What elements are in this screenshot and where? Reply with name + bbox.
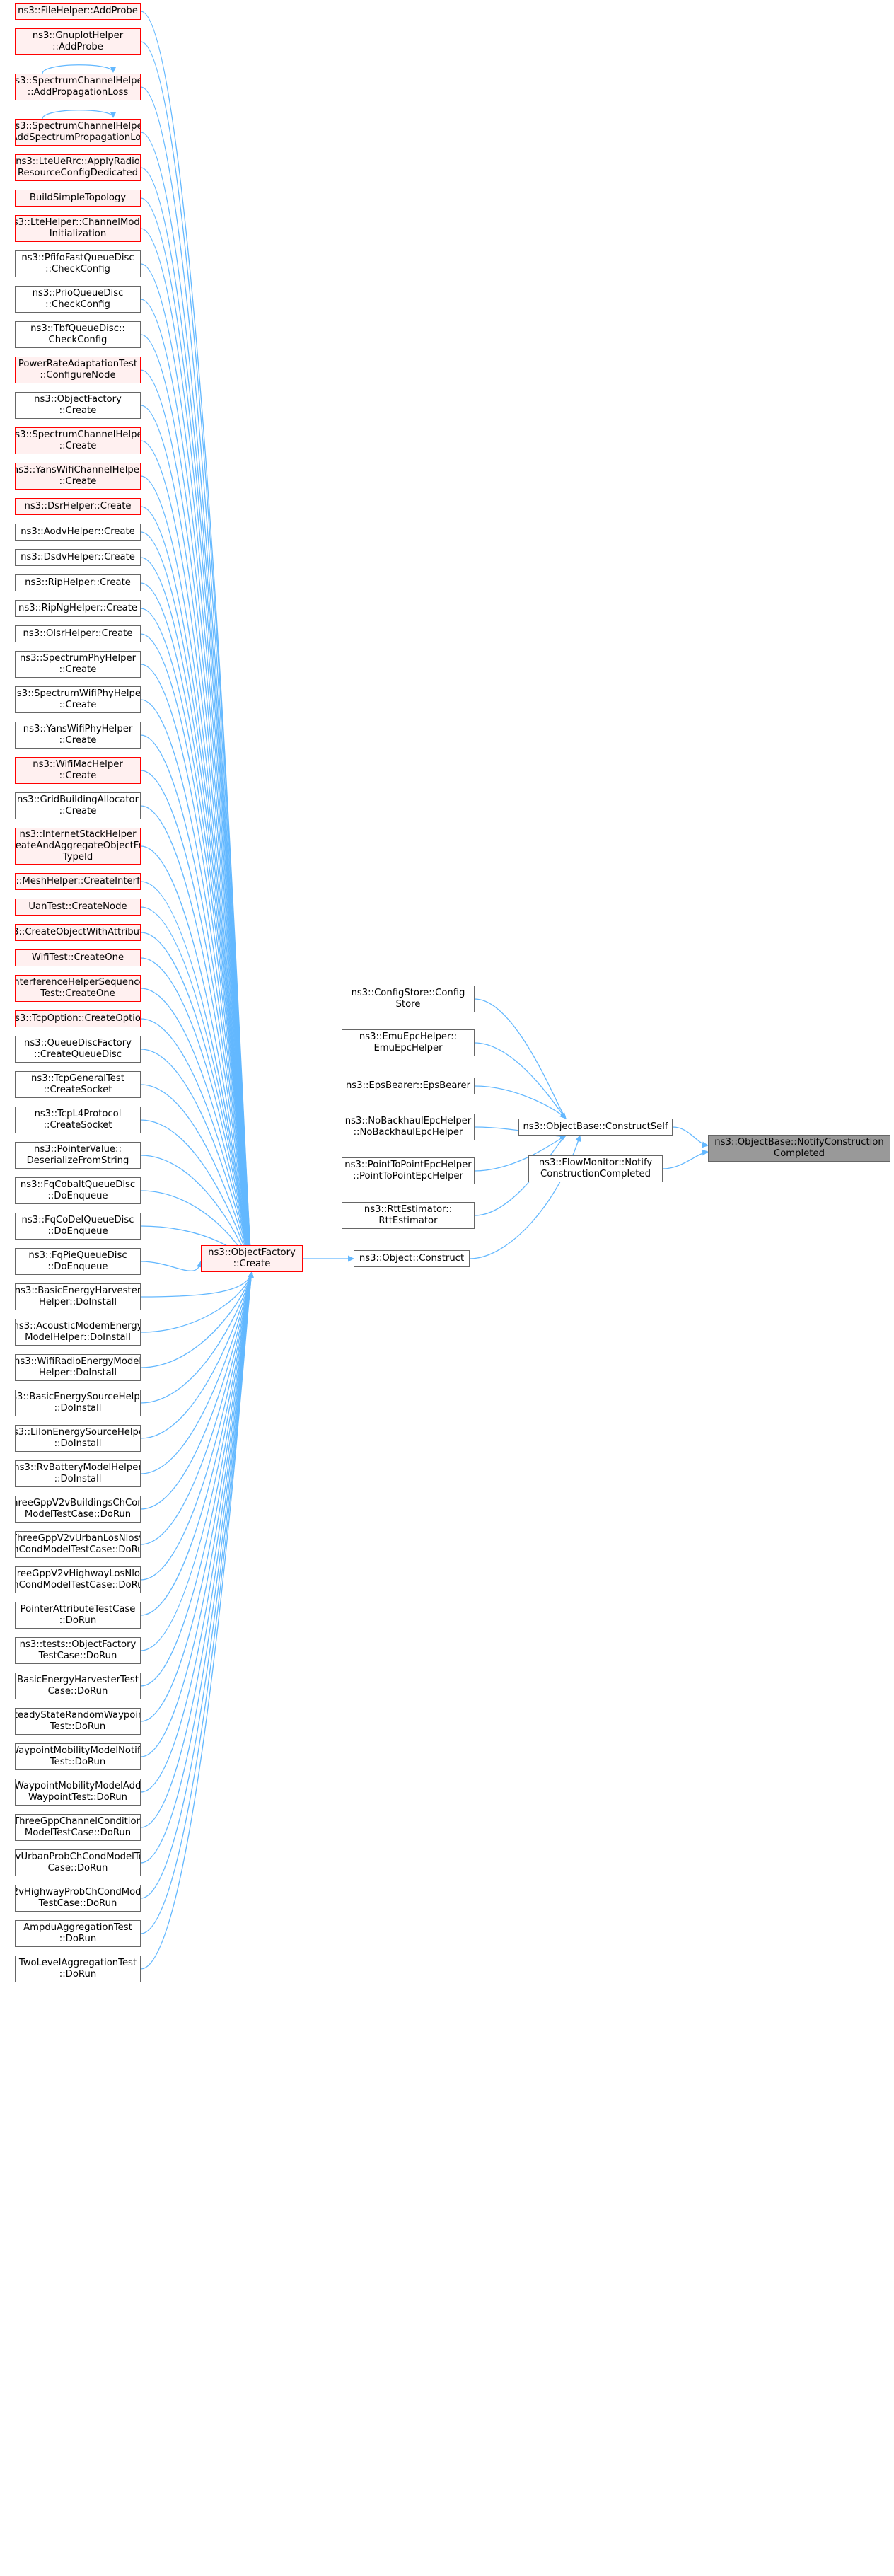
caller-interferencehelpersequence-test-createone[interactable]: InterferenceHelperSequence Test::CreateO… [15, 975, 141, 1002]
caller-waypointmobilitymodelnotify-test-dorun[interactable]: WaypointMobilityModelNotify Test::DoRun [15, 1743, 141, 1770]
caller-buildsimpletopology[interactable]: BuildSimpleTopology [15, 190, 141, 207]
caller-ns3-rvbatterymodelhelper-doinstall[interactable]: ns3::RvBatteryModelHelper ::DoInstall [15, 1460, 141, 1487]
caller-pointerattributetestcase-dorun[interactable]: PointerAttributeTestCase ::DoRun [15, 1602, 141, 1629]
edge-twolevelaggregationtest-dorun-to-create [140, 1271, 254, 1970]
caller-ns3-riphelper-create[interactable]: ns3::RipHelper::Create [15, 574, 141, 591]
edge-steadystaterandomwaypoint-test-dorun-to-create [140, 1271, 254, 1722]
edge-ns3-wifiradioenergymodel-helper-doinstall-to-create [140, 1271, 254, 1368]
caller-ns3-internetstackhelper-createandaggregateobjectfrom-typeid[interactable]: ns3::InternetStackHelper ::CreateAndAggr… [15, 828, 141, 865]
caller-ns3-liionenergysourcehelper-doinstall[interactable]: ns3::LiIonEnergySourceHelper ::DoInstall [15, 1425, 141, 1452]
caller-ns3-spectrumwifiphyhelper-create[interactable]: ns3::SpectrumWifiPhyHelper ::Create [15, 686, 141, 713]
edge-ns3-epsbearer-epsbearer-to-construct-self [474, 1085, 567, 1119]
caller-ns3-pfifofastqueuedisc-checkconfig[interactable]: ns3::PfifoFastQueueDisc ::CheckConfig [15, 250, 141, 277]
edge-ns3-fqpiequeuedisc-doenqueue-to-create [140, 1261, 203, 1271]
caller-threegppchannelcondition-modeltestcase-dorun[interactable]: ThreeGppChannelCondition ModelTestCase::… [15, 1814, 141, 1841]
caller-powerrateadaptationtest-configurenode[interactable]: PowerRateAdaptationTest ::ConfigureNode [15, 357, 141, 383]
self-caller-ns3-epsbearer-epsbearer[interactable]: ns3::EpsBearer::EpsBearer [342, 1078, 475, 1094]
node-object-construct[interactable]: ns3::Object::Construct [354, 1250, 470, 1267]
edge-construct-self-to-focus [672, 1126, 709, 1148]
edge-ns3-tests-objectfactory-testcase-dorun-to-create [140, 1271, 254, 1651]
node-object-base-construct-self[interactable]: ns3::ObjectBase::ConstructSelf [518, 1119, 673, 1136]
edge-threegppchannelcondition-modeltestcase-dorun-to-create [140, 1271, 254, 1828]
caller-ns3-pointervalue-deserializefromstring[interactable]: ns3::PointerValue:: DeserializeFromStrin… [15, 1142, 141, 1169]
node-object-factory-create-main[interactable]: ns3::ObjectFactory ::Create [201, 1245, 303, 1272]
self-caller-ns3-rttestimator-rttestimator[interactable]: ns3::RttEstimator:: RttEstimator [342, 1202, 475, 1229]
caller-ns3-acousticmodemenergy-modelhelper-doinstall[interactable]: ns3::AcousticModemEnergy ModelHelper::Do… [15, 1319, 141, 1346]
caller-ns3-tcpoption-createoption[interactable]: ns3::TcpOption::CreateOption [15, 1010, 141, 1027]
caller-ns3-dsrhelper-create[interactable]: ns3::DsrHelper::Create [15, 498, 141, 515]
caller-v2vhighwayprobchcondmodel-testcase-dorun[interactable]: V2vHighwayProbChCondModel TestCase::DoRu… [15, 1885, 141, 1912]
self-loop-edge-ns3-spectrumchannelhelper-addspectrumpropagationloss [42, 110, 117, 120]
caller-ns3-ripnghelper-create[interactable]: ns3::RipNgHelper::Create [15, 600, 141, 617]
caller-ns3-dsdvhelper-create[interactable]: ns3::DsdvHelper::Create [15, 549, 141, 566]
focus-node-notify-construction-completed: ns3::ObjectBase::NotifyConstruction Comp… [708, 1135, 890, 1162]
caller-ns3-ltehelper-channelmodel-initialization[interactable]: ns3::LteHelper::ChannelModel Initializat… [15, 215, 141, 242]
caller-ns3-createobjectwithattributes[interactable]: ns3::CreateObjectWithAttributes [15, 924, 141, 941]
caller-ns3-spectrumchannelhelper-create[interactable]: ns3::SpectrumChannelHelper ::Create [15, 427, 141, 454]
caller-ns3-tests-objectfactory-testcase-dorun[interactable]: ns3::tests::ObjectFactory TestCase::DoRu… [15, 1637, 141, 1664]
edge-ns3-basicenergyharvester-helper-doinstall-to-create [140, 1271, 254, 1298]
caller-ns3-wifimachelper-create[interactable]: ns3::WifiMacHelper ::Create [15, 757, 141, 784]
caller-ns3-meshhelper-createinterface[interactable]: ns3::MeshHelper::CreateInterface [15, 873, 141, 890]
caller-threegppv2vurbanlosnlosv-chcondmodeltestcase-dorun[interactable]: ThreeGppV2vUrbanLosNlosv ChCondModelTest… [15, 1531, 141, 1558]
self-caller-ns3-configstore-config-store[interactable]: ns3::ConfigStore::Config Store [342, 986, 475, 1012]
edge-threegppv2vbuildingschcond-modeltestcase-dorun-to-create [140, 1271, 254, 1510]
caller-ns3-queuediscfactory-createqueuedisc[interactable]: ns3::QueueDiscFactory ::CreateQueueDisc [15, 1036, 141, 1063]
caller-ns3-yanswifiphyhelper-create[interactable]: ns3::YansWifiPhyHelper ::Create [15, 722, 141, 749]
edge-ns3-acousticmodemenergy-modelhelper-doinstall-to-create [140, 1271, 254, 1333]
caller-ns3-spectrumchannelhelper-addspectrumpropagationloss[interactable]: ns3::SpectrumChannelHelper ::AddSpectrum… [15, 119, 141, 146]
caller-ns3-aodvhelper-create[interactable]: ns3::AodvHelper::Create [15, 524, 141, 541]
caller-ns3-fqcobaltqueuedisc-doenqueue[interactable]: ns3::FqCobaltQueueDisc ::DoEnqueue [15, 1177, 141, 1204]
caller-uantest-createnode[interactable]: UanTest::CreateNode [15, 899, 141, 916]
caller-ns3-fqpiequeuedisc-doenqueue[interactable]: ns3::FqPieQueueDisc ::DoEnqueue [15, 1248, 141, 1275]
caller-ns3-spectrumphyhelper-create[interactable]: ns3::SpectrumPhyHelper ::Create [15, 651, 141, 678]
self-caller-ns3-emuepchelper-emuepchelper[interactable]: ns3::EmuEpcHelper:: EmuEpcHelper [342, 1029, 475, 1056]
caller-ns3-prioqueuedisc-checkconfig[interactable]: ns3::PrioQueueDisc ::CheckConfig [15, 286, 141, 313]
caller-ns3-basicenergyharvester-helper-doinstall[interactable]: ns3::BasicEnergyHarvester Helper::DoInst… [15, 1283, 141, 1310]
edge-construct-to-construct-self [469, 1135, 581, 1259]
caller-wifitest-createone[interactable]: WifiTest::CreateOne [15, 949, 141, 966]
caller-ns3-basicenergysourcehelper-doinstall[interactable]: ns3::BasicEnergySourceHelper ::DoInstall [15, 1390, 141, 1416]
edges-layer [42, 11, 709, 1970]
edge-ampduaggregationtest-dorun-to-create [140, 1271, 254, 1934]
caller-waypointmobilitymodeladd-waypointtest-dorun[interactable]: WaypointMobilityModelAdd WaypointTest::D… [15, 1779, 141, 1806]
caller-basicenergyharvestertest-case-dorun[interactable]: BasicEnergyHarvesterTest Case::DoRun [15, 1673, 141, 1699]
caller-ns3-gnuplothelper-addprobe[interactable]: ns3::GnuplotHelper ::AddProbe [15, 28, 141, 55]
caller-ns3-tbfqueuedisc-checkconfig[interactable]: ns3::TbfQueueDisc:: CheckConfig [15, 321, 141, 348]
edge-ns3-liionenergysourcehelper-doinstall-to-create [140, 1271, 254, 1439]
caller-threegppv2vbuildingschcond-modeltestcase-dorun[interactable]: ThreeGppV2vBuildingsChCond ModelTestCase… [15, 1496, 141, 1523]
caller-ns3-gridbuildingallocator-create[interactable]: ns3::GridBuildingAllocator ::Create [15, 792, 141, 819]
edge-ns3-configstore-config-store-to-construct-self [474, 998, 567, 1119]
caller-steadystaterandomwaypoint-test-dorun[interactable]: SteadyStateRandomWaypoint Test::DoRun [15, 1708, 141, 1735]
edge-ns3-aodvhelper-create-to-create [140, 531, 254, 1273]
caller-ns3-objectfactory-create[interactable]: ns3::ObjectFactory ::Create [15, 392, 141, 419]
caller-ampduaggregationtest-dorun[interactable]: AmpduAggregationTest ::DoRun [15, 1920, 141, 1947]
caller-ns3-filehelper-addprobe[interactable]: ns3::FileHelper::AddProbe [15, 3, 141, 20]
caller-ns3-spectrumchannelhelper-addpropagationloss[interactable]: ns3::SpectrumChannelHelper ::AddPropagat… [15, 74, 141, 100]
caller-ns3-tcpl4protocol-createsocket[interactable]: ns3::TcpL4Protocol ::CreateSocket [15, 1107, 141, 1133]
self-caller-ns3-pointtopointepchelper-pointtopointepchelper[interactable]: ns3::PointToPointEpcHelper ::PointToPoin… [342, 1157, 475, 1184]
caller-ns3-lteuerrc-applyradio-resourceconfigdedicated[interactable]: ns3::LteUeRrc::ApplyRadio ResourceConfig… [15, 154, 141, 181]
edge-ns3-basicenergysourcehelper-doinstall-to-create [140, 1271, 254, 1404]
caller-ns3-tcpgeneraltest-createsocket[interactable]: ns3::TcpGeneralTest ::CreateSocket [15, 1071, 141, 1098]
caller-ns3-fqcodelqueuedisc-doenqueue[interactable]: ns3::FqCoDelQueueDisc ::DoEnqueue [15, 1213, 141, 1240]
caller-threegppv2vhighwaylosnlosv-chcondmodeltestcase-dorun[interactable]: ThreeGppV2vHighwayLosNlosv ChCondModelTe… [15, 1566, 141, 1593]
caller-ns3-olsrhelper-create[interactable]: ns3::OlsrHelper::Create [15, 625, 141, 642]
self-caller-ns3-nobackhaulepchelper-nobackhaulepchelper[interactable]: ns3::NoBackhaulEpcHelper ::NoBackhaulEpc… [342, 1114, 475, 1140]
edge-basicenergyharvestertest-case-dorun-to-create [140, 1271, 254, 1687]
caller-ns3-wifiradioenergymodel-helper-doinstall[interactable]: ns3::WifiRadioEnergyModel Helper::DoInst… [15, 1354, 141, 1381]
caller-ns3-yanswifichannelhelper-create[interactable]: ns3::YansWifiChannelHelper ::Create [15, 463, 141, 490]
caller-v2vurbanprobchcondmodeltest-case-dorun[interactable]: V2vUrbanProbChCondModelTest Case::DoRun [15, 1849, 141, 1876]
edge-flow-monitor-to-focus [662, 1149, 709, 1169]
edge-ns3-emuepchelper-emuepchelper-to-construct-self [474, 1042, 567, 1119]
node-flow-monitor-notify-construction-completed[interactable]: ns3::FlowMonitor::Notify ConstructionCom… [528, 1155, 663, 1182]
caller-twolevelaggregationtest-dorun[interactable]: TwoLevelAggregationTest ::DoRun [15, 1956, 141, 1982]
self-loop-edge-ns3-spectrumchannelhelper-addpropagationloss [42, 64, 117, 74]
edge-ns3-objectfactory-create-to-create [140, 405, 254, 1273]
